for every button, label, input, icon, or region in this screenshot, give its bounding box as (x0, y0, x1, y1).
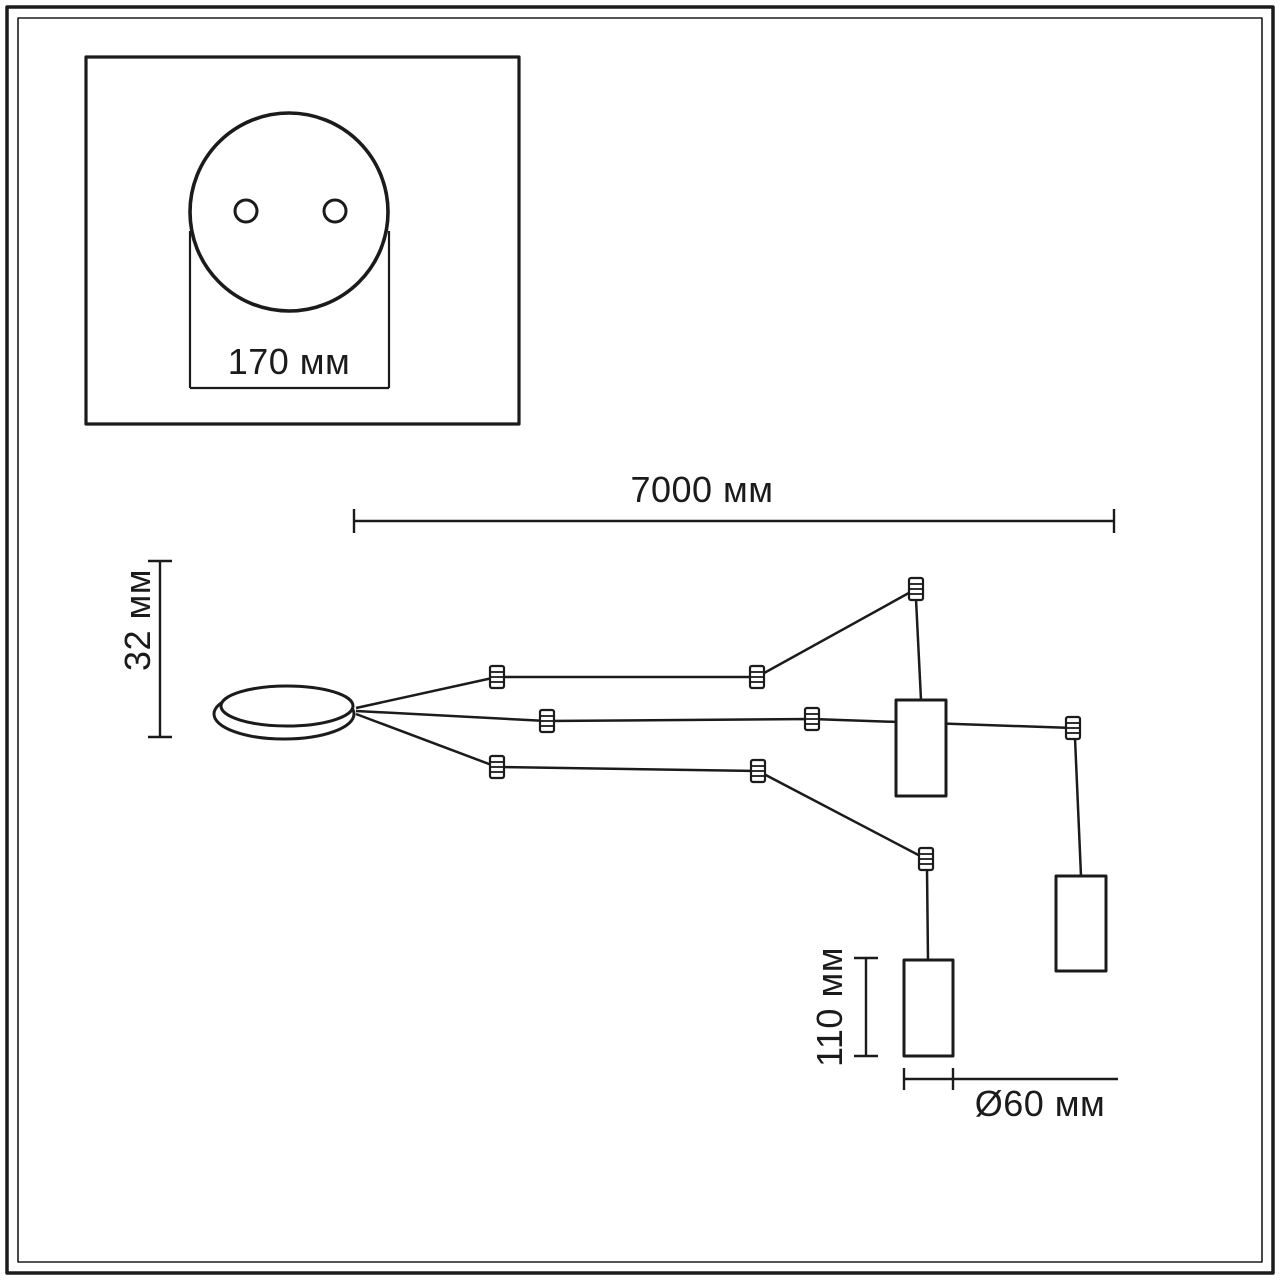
cables (355, 587, 1083, 961)
dimension-span (352, 509, 1116, 533)
inner-border (17, 17, 1263, 1263)
dimension-pendant-diameter-label: Ø60 мм (975, 1083, 1106, 1124)
mounting-hole-left (233, 198, 259, 224)
drop-cord-2 (1073, 737, 1083, 877)
page-border-frame (5, 5, 1275, 1275)
dimension-span-label: 7000 мм (630, 469, 773, 510)
cable-upper (355, 587, 917, 710)
dimension-pendant-diameter (902, 1068, 1118, 1090)
dimension-pendant-height (854, 956, 878, 1058)
drop-cord-1 (914, 598, 923, 701)
cable-grip (488, 664, 506, 690)
drop-cord-3 (925, 868, 930, 961)
cable-grip (748, 664, 766, 690)
canopy (212, 684, 356, 741)
dimension-canopy-height-label: 32 мм (117, 569, 158, 671)
pendant-spot-1 (894, 698, 948, 798)
outer-border (5, 5, 1275, 1275)
cable-lower (355, 712, 927, 861)
dimension-canopy-height (148, 559, 172, 739)
pendant-spot-3 (902, 958, 955, 1058)
dimension-plate-width (188, 231, 391, 390)
cable-grip (538, 708, 556, 734)
mounting-plate-circle (188, 111, 390, 313)
cable-grip (749, 758, 767, 784)
cable-grip (1064, 715, 1082, 741)
dimension-plate-width-label: 170 мм (228, 341, 351, 382)
mounting-hole-right (322, 198, 348, 224)
cable-grip (803, 706, 821, 732)
dimension-pendant-height-label: 110 мм (809, 947, 850, 1067)
cable-grip (907, 576, 925, 602)
pendant-spot-2 (1054, 874, 1108, 973)
pendant-spots (894, 698, 1108, 1058)
cable-grip (488, 754, 506, 780)
cable-middle (355, 709, 1074, 730)
cable-grip (917, 846, 935, 872)
canopy-top (219, 684, 355, 728)
inset-detail-box: 170 мм (84, 55, 521, 426)
